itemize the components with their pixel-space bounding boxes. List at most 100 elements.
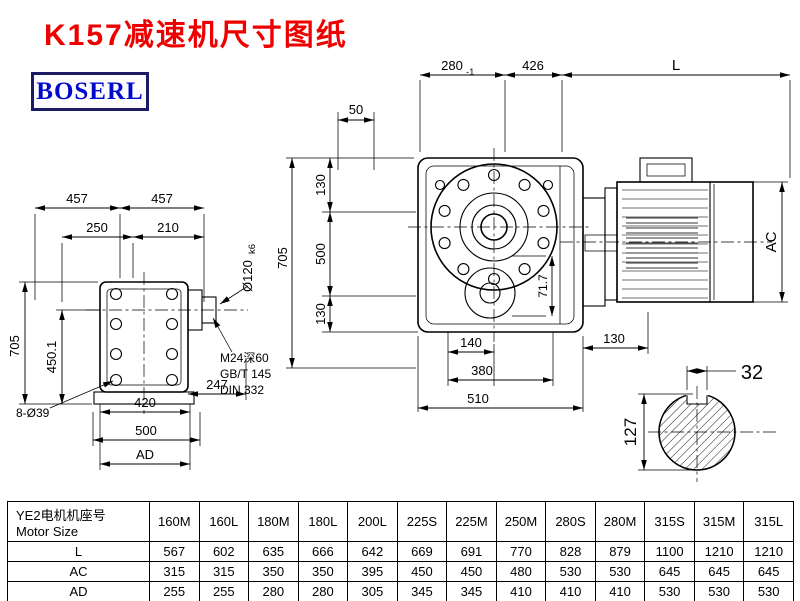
dim-500-front: 500 bbox=[135, 423, 157, 438]
cell: 691 bbox=[446, 541, 497, 562]
terminal-box bbox=[639, 157, 693, 183]
mount-holes bbox=[109, 287, 179, 387]
cell: 567 bbox=[149, 541, 200, 562]
dim-130-right: 130 bbox=[603, 331, 625, 346]
table-header-row: YE2电机机座号 Motor Size 160M 160L 180M 180L … bbox=[7, 501, 794, 542]
cell: 530 bbox=[693, 581, 745, 601]
table-row-AC: AC 315 315 350 350 395 450 450 480 530 5… bbox=[7, 561, 794, 582]
col-header: 160M bbox=[149, 501, 200, 542]
row-label: AC bbox=[7, 561, 150, 582]
dim-250: 250 bbox=[86, 220, 108, 235]
dim-510: 510 bbox=[467, 391, 489, 406]
cell: 602 bbox=[198, 541, 250, 562]
cell: 645 bbox=[743, 561, 794, 582]
cell: 395 bbox=[347, 561, 398, 582]
motor-size-table: YE2电机机座号 Motor Size 160M 160L 180M 180L … bbox=[7, 501, 794, 601]
cell: 410 bbox=[495, 581, 547, 601]
cell: 450 bbox=[396, 561, 448, 582]
thread-note-3: DIN 332 bbox=[220, 383, 264, 397]
col-header: 315L bbox=[743, 501, 794, 542]
dim-130-bottom: 130 bbox=[313, 303, 328, 325]
cell: 255 bbox=[198, 581, 250, 601]
shaft-cross-section: 32 127 bbox=[621, 362, 778, 482]
cell: 645 bbox=[644, 561, 695, 582]
thread-note-2: GB/T 145 bbox=[220, 367, 271, 381]
page-title: K157减速机尺寸图纸 bbox=[44, 19, 348, 52]
dim-500-side: 500 bbox=[313, 243, 328, 265]
side-view-dimensions: 280 -1 426 L 50 705 130 500 130 71.7 140… bbox=[275, 57, 791, 412]
dim-705-side: 705 bbox=[275, 247, 290, 269]
dim-50: 50 bbox=[349, 102, 363, 117]
dim-426: 426 bbox=[522, 58, 544, 73]
dim-457-right: 457 bbox=[151, 191, 173, 206]
dim-457-left: 457 bbox=[66, 191, 88, 206]
col-header: 280M bbox=[594, 501, 646, 542]
brand-logo: BOSERL bbox=[31, 72, 149, 111]
table-header-cn: YE2电机机座号 bbox=[16, 507, 106, 523]
side-view: 280 -1 426 L 50 705 130 500 130 71.7 140… bbox=[275, 57, 791, 412]
cell: 350 bbox=[248, 561, 299, 582]
cell: 315 bbox=[198, 561, 250, 582]
dim-AD: AD bbox=[136, 447, 154, 462]
cell: 635 bbox=[248, 541, 299, 562]
row-label: AD bbox=[7, 581, 150, 601]
dim-420: 420 bbox=[134, 395, 156, 410]
coupling-shaft bbox=[584, 234, 618, 252]
col-header: 160L bbox=[198, 501, 250, 542]
cell: 1210 bbox=[743, 541, 794, 562]
dim-247: 247 bbox=[206, 377, 228, 392]
col-header: 250M bbox=[495, 501, 547, 542]
col-header: 280S bbox=[545, 501, 596, 542]
table-header-en: Motor Size bbox=[16, 523, 79, 539]
shaft-diameter-label: Ø120 bbox=[240, 260, 255, 292]
lower-bore bbox=[464, 267, 516, 319]
dim-705-front: 705 bbox=[7, 335, 22, 357]
col-header: 180L bbox=[297, 501, 349, 542]
cell: 410 bbox=[545, 581, 596, 601]
col-header: 200L bbox=[347, 501, 398, 542]
dim-L: L bbox=[672, 57, 680, 74]
cell: 1100 bbox=[644, 541, 695, 562]
cell: 530 bbox=[594, 561, 646, 582]
cell: 666 bbox=[297, 541, 349, 562]
cell: 828 bbox=[545, 541, 596, 562]
col-header: 315S bbox=[644, 501, 695, 542]
table-row-L: L 567 602 635 666 642 669 691 770 828 87… bbox=[7, 541, 794, 562]
gearbox-housing bbox=[417, 157, 584, 333]
cell: 530 bbox=[644, 581, 695, 601]
dim-140: 140 bbox=[460, 335, 482, 350]
dim-210: 210 bbox=[157, 220, 179, 235]
motor-fins bbox=[622, 189, 708, 299]
table-row-AD: AD 255 255 280 280 305 345 345 410 410 4… bbox=[7, 581, 794, 601]
row-label: L bbox=[7, 541, 150, 562]
thread-note-1: M24深60 bbox=[220, 351, 269, 365]
table-header-cell: YE2电机机座号 Motor Size bbox=[7, 501, 150, 542]
flange-bolt-holes bbox=[438, 168, 550, 286]
front-view-dimensions: 457 457 250 210 705 450.1 Ø120 k6 M24深60… bbox=[7, 191, 271, 470]
motor bbox=[582, 157, 754, 307]
cell: 879 bbox=[594, 541, 646, 562]
dim-130-top: 130 bbox=[313, 174, 328, 196]
cell: 255 bbox=[149, 581, 200, 601]
cell: 305 bbox=[347, 581, 398, 601]
col-header: 180M bbox=[248, 501, 299, 542]
dim-380: 380 bbox=[471, 363, 493, 378]
adapter-bell bbox=[582, 197, 606, 307]
dim-71-7: 71.7 bbox=[536, 274, 550, 298]
dim-280: 280 bbox=[441, 58, 463, 73]
gearbox-housing-inner bbox=[425, 165, 575, 325]
col-header: 225S bbox=[396, 501, 448, 542]
dim-AC: AC bbox=[763, 231, 780, 252]
cell: 480 bbox=[495, 561, 547, 582]
cell: 530 bbox=[545, 561, 596, 582]
cell: 350 bbox=[297, 561, 349, 582]
shaft-fit-label: k6 bbox=[247, 244, 258, 254]
cell: 280 bbox=[297, 581, 349, 601]
cell: 669 bbox=[396, 541, 448, 562]
cell: 315 bbox=[149, 561, 200, 582]
motor-stator-section bbox=[626, 217, 698, 269]
motor-flange bbox=[604, 187, 618, 301]
dim-280-tolerance: -1 bbox=[466, 67, 474, 78]
col-header: 315M bbox=[693, 501, 745, 542]
